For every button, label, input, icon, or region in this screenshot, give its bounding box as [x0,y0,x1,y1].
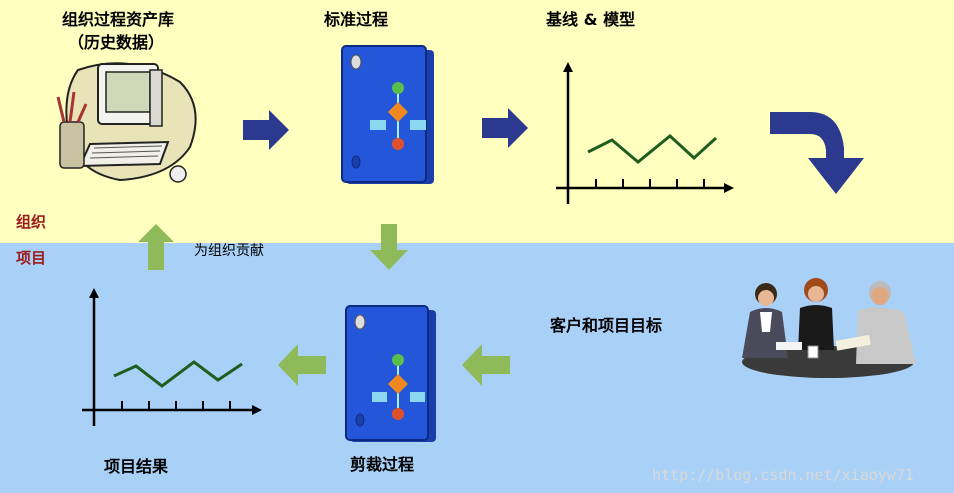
arrow-turn-down-icon [770,112,864,194]
baseline-model-title: 基线 & 模型 [546,10,636,29]
contribute-label: 为组织贡献 [194,243,264,259]
project-results-title: 项目结果 [104,457,169,476]
arrow-right-icon [243,110,289,150]
binder-icon [345,305,436,442]
watermark: http://blog.csdn.net/xiaoyw71 [652,466,914,484]
project-tag: 项目 [16,249,47,267]
binder-icon [341,45,434,184]
customer-goals-label: 客户和项目目标 [550,316,663,335]
org-tag: 组织 [16,213,47,231]
arrow-right-icon [482,108,528,148]
standard-process-title: 标准过程 [324,10,389,29]
baseline-line-chart-icon [556,62,734,204]
arrow-down-icon [370,224,408,270]
computer-clipart-icon [56,62,197,183]
arrow-left-icon [278,344,326,386]
org-assets-title: 组织过程资产库 [62,10,175,29]
arrow-left-icon [462,344,510,386]
org-assets-subtitle: （历史数据） [68,33,165,52]
arrow-up-icon [138,224,174,270]
tailored-process-title: 剪裁过程 [350,455,415,474]
project-results-line-chart-icon [82,288,262,426]
people-meeting-clipart-icon [742,278,916,378]
